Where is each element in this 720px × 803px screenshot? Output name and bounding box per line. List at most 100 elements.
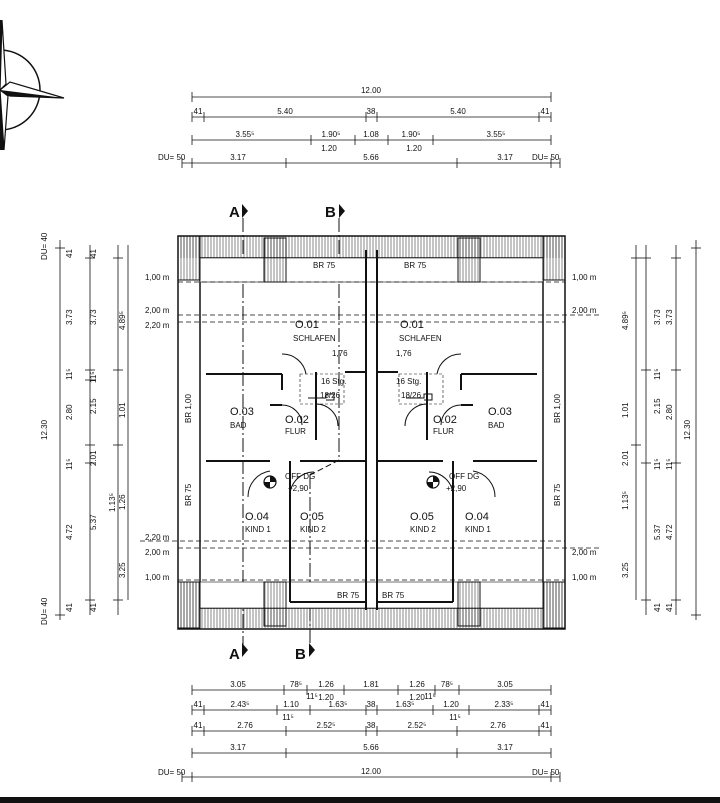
- bottom-dim: 11⁵: [424, 692, 436, 701]
- height-label: 1,00 m: [145, 273, 170, 282]
- bottom-dim-du: DU= 50: [532, 768, 560, 777]
- right-dim: 41: [665, 603, 674, 612]
- top-dim: 41: [541, 107, 550, 116]
- stairs-ratio: 18/26: [401, 391, 422, 400]
- right-dim: 11⁵: [653, 368, 662, 380]
- window-label: BR 1,00: [553, 394, 562, 423]
- window-label: BR 75: [404, 261, 427, 270]
- height-label: 2,20 m: [145, 321, 170, 330]
- right-dim: 12.30: [683, 419, 692, 440]
- bottom-dim: 38: [367, 700, 376, 709]
- bottom-dim: 1.20: [443, 700, 459, 709]
- left-dim: 2.80: [65, 404, 74, 420]
- room-number: O.04: [465, 511, 489, 523]
- off-dg-label: OFF DG: [449, 472, 479, 481]
- off-dg-label: OFF DG: [285, 472, 315, 481]
- bottom-dim: 41: [194, 721, 203, 730]
- left-dim: 4.72: [65, 524, 74, 540]
- left-dim: 3.25: [118, 562, 127, 578]
- right-dim: 1.13⁵: [621, 491, 630, 510]
- bottom-dim: 3.05: [497, 680, 513, 689]
- height-label: 1,00 m: [145, 573, 170, 582]
- room-name: SCHLAFEN: [293, 334, 336, 343]
- left-dim: 3.73: [65, 309, 74, 325]
- bottom-dim: 1.20: [318, 693, 334, 702]
- right-dim: 4.89⁵: [621, 311, 630, 330]
- top-dim: 5.40: [277, 107, 293, 116]
- left-dim: 41: [65, 249, 74, 258]
- right-dim: 1.01: [621, 402, 630, 418]
- room-number: O.01: [295, 319, 319, 331]
- room-number: O.02: [433, 414, 457, 426]
- top-dim: 1.20: [406, 144, 422, 153]
- left-dim: 3.73: [89, 309, 98, 325]
- bottom-dim: 2.33⁵: [495, 700, 514, 709]
- section-label-a: A: [229, 204, 240, 221]
- left-dim: 11⁵: [65, 458, 74, 470]
- page-bottom-border: [0, 797, 720, 803]
- top-dim: 1.90⁵: [402, 130, 421, 139]
- width-label: 1,76: [332, 349, 348, 358]
- left-dim: 41: [89, 603, 98, 612]
- left-dim: 11⁵: [65, 368, 74, 380]
- room-name: KIND 1: [465, 525, 491, 534]
- bottom-dim: 2.52⁵: [408, 721, 427, 730]
- top-dim-du: DU= 50: [532, 153, 560, 162]
- top-dim: 38: [367, 107, 376, 116]
- right-dim: 11⁵: [653, 458, 662, 470]
- room-name: BAD: [230, 421, 247, 430]
- room-number: O.04: [245, 511, 269, 523]
- top-dim: 3.17: [230, 153, 246, 162]
- top-dim: 1.90⁵: [322, 130, 341, 139]
- window-label: BR 1,00: [184, 394, 193, 423]
- left-dim: 2.01: [89, 450, 98, 466]
- bottom-dim: 1.26: [409, 680, 425, 689]
- section-label-b: B: [295, 646, 306, 663]
- stairs: [299, 373, 444, 405]
- bottom-dim-total: 12.00: [361, 767, 382, 776]
- bottom-dim: 11⁵: [449, 713, 461, 722]
- height-label: 1,00 m: [572, 573, 597, 582]
- bottom-dim: 3.05: [230, 680, 246, 689]
- bottom-dim: 78⁵: [290, 680, 302, 689]
- room-number: O.03: [230, 406, 254, 418]
- stairs-label: 16 Stg.: [321, 377, 346, 386]
- level-label: +2,90: [288, 484, 309, 493]
- left-dim: 1.01: [118, 402, 127, 418]
- bottom-dim: 1.10: [283, 700, 299, 709]
- window-label: BR 75: [553, 483, 562, 506]
- chimney-icon: [263, 475, 440, 489]
- bottom-dim: 1.63⁵: [329, 700, 348, 709]
- left-dim: 5.37: [89, 514, 98, 530]
- left-dim: DU= 40: [40, 232, 49, 260]
- right-dim: 3.25: [621, 562, 630, 578]
- top-dim: 5.40: [450, 107, 466, 116]
- level-label: +2,90: [446, 484, 467, 493]
- top-dim: 1.20: [321, 144, 337, 153]
- right-dim: 2.80: [665, 404, 674, 420]
- top-dim: 3.55⁵: [236, 130, 255, 139]
- bottom-dim: 1.26: [318, 680, 334, 689]
- right-dim: 3.73: [653, 309, 662, 325]
- bottom-dim: 3.17: [497, 743, 513, 752]
- left-dim: 2.15: [89, 398, 98, 414]
- left-dim: DU= 40: [40, 597, 49, 625]
- building-outline: [177, 235, 566, 630]
- section-label-b: B: [325, 204, 336, 221]
- right-dim: 4.72: [665, 524, 674, 540]
- bottom-dim: 5.66: [363, 743, 379, 752]
- right-dim: 5.37: [653, 524, 662, 540]
- bottom-dim: 11⁵: [306, 692, 318, 701]
- room-name: FLUR: [285, 427, 306, 436]
- window-label: BR 75: [184, 483, 193, 506]
- left-dim: 12.30: [40, 419, 49, 440]
- left-dim: 1.26: [118, 494, 127, 510]
- bottom-dim: 41: [541, 700, 550, 709]
- top-dim: 5.66: [363, 153, 379, 162]
- height-label: 2,20 m: [145, 533, 170, 542]
- left-dim: 11⁵: [89, 371, 98, 383]
- right-dim: 41: [653, 603, 662, 612]
- top-dim: 1.08: [363, 130, 379, 139]
